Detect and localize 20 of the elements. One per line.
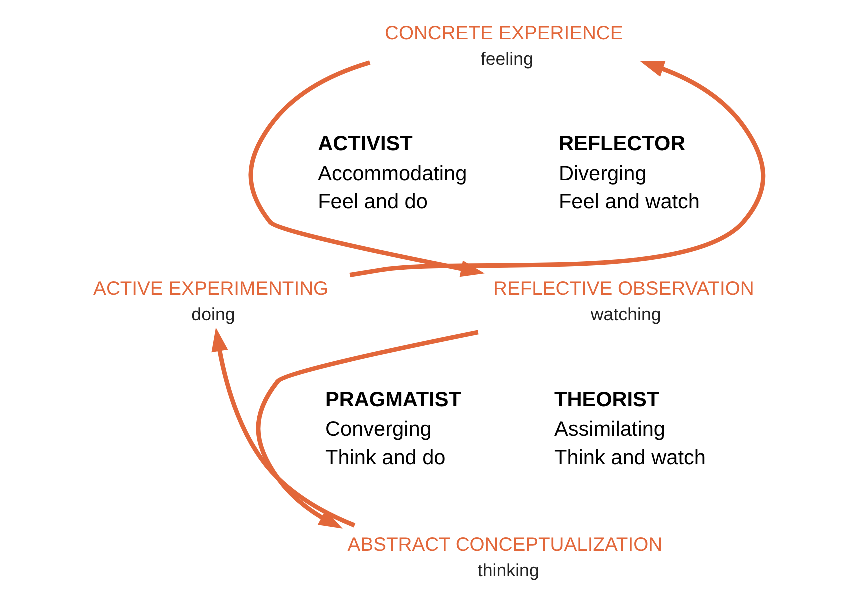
label: Think and do <box>325 446 446 470</box>
node-text: REFLECTIVE OBSERVATION watching <box>493 279 754 325</box>
label: Assimilating <box>554 418 665 442</box>
arrow <box>256 330 478 529</box>
arrow <box>349 61 765 278</box>
label: Accommodating <box>318 162 467 186</box>
label: PRAGMATIST <box>325 388 461 412</box>
label: Feel and watch <box>558 190 700 214</box>
node-text: CONCRETE EXPERIENCE feeling <box>384 23 623 69</box>
label: Think and watch <box>554 446 706 470</box>
label: ACTIVIST <box>318 132 412 156</box>
node-text: ABSTRACT CONCEPTUALIZATION thinking <box>347 534 662 580</box>
arrow <box>211 328 356 528</box>
label: Converging <box>325 418 432 442</box>
node-text: ACTIVE EXPERIMENTING doing <box>93 279 328 325</box>
label: REFLECTOR <box>558 132 686 156</box>
label: THEORIST <box>554 388 660 412</box>
arrow <box>248 60 484 278</box>
label: Diverging <box>558 162 646 186</box>
label: Feel and do <box>318 190 428 214</box>
